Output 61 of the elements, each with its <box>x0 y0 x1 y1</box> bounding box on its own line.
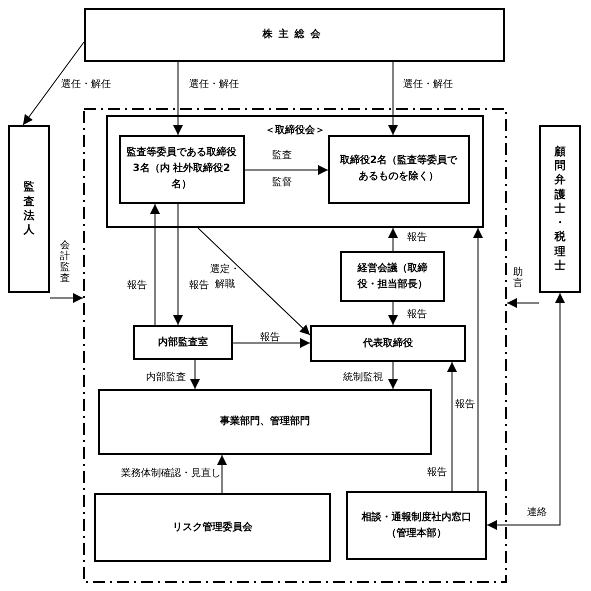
arrow <box>190 360 200 390</box>
node-text: 監査法人 <box>24 180 34 238</box>
process-box <box>346 491 487 560</box>
edge-label: 選任・解任 <box>188 78 240 92</box>
node-text: 株主総会 <box>262 27 326 42</box>
arrow <box>388 362 398 390</box>
edge-label: 選任・解任 <box>402 78 454 92</box>
node-text: 相談・通報制度社内窓口（管理本部） <box>360 510 472 540</box>
arrow <box>244 165 328 175</box>
process-box <box>310 325 466 362</box>
edge-label: 選任・解任 <box>60 78 112 92</box>
edge-label: 会計監査 <box>60 240 70 284</box>
arrow <box>506 298 540 308</box>
arrow <box>50 293 84 303</box>
arrow <box>22 42 84 126</box>
edge-label: 報告 <box>406 308 428 322</box>
edge-label: 報告 <box>126 278 148 293</box>
node-text: 経営会議（取締役・担当部長） <box>356 261 428 292</box>
arrow <box>486 292 565 530</box>
arrow <box>217 454 227 494</box>
edge-label: 報告 <box>406 230 428 245</box>
edge-label: 連絡 <box>526 506 548 520</box>
edge-label: 報告 <box>188 278 210 293</box>
process-box <box>133 325 233 360</box>
process-box <box>539 125 581 293</box>
arrow <box>388 302 398 326</box>
edge-label: 報告 <box>259 330 281 345</box>
arrow <box>150 204 160 326</box>
arrow <box>173 62 183 136</box>
arrow <box>173 204 183 326</box>
arrow <box>447 362 457 492</box>
arrow <box>388 228 398 252</box>
process-box <box>84 8 505 62</box>
node-text: 内部監査室 <box>158 335 208 350</box>
process-box <box>98 389 432 455</box>
process-box <box>340 251 445 302</box>
board-group-box <box>106 115 484 228</box>
arrow <box>473 228 483 492</box>
edge-label: 監査 <box>271 148 293 163</box>
edge-label: 内部監査 <box>145 370 187 385</box>
node-text: 事業部門、管理部門 <box>220 414 310 429</box>
process-box <box>8 125 50 293</box>
edge-label: 統制監視 <box>342 370 384 385</box>
node-text: リスク管理委員会 <box>172 520 252 534</box>
edge-label: 選定・解職 <box>210 262 240 292</box>
edge-label: 助言 <box>513 267 523 289</box>
process-box <box>118 134 244 204</box>
node-text: 監査等委員である取締役3名（内 社外取締役2名） <box>126 145 236 192</box>
node-text: ＜取締役会＞ <box>265 123 325 138</box>
node-text: 取締役2名（監査等委員であるものを除く） <box>338 153 458 184</box>
process-box <box>94 493 331 562</box>
arrow <box>388 62 398 136</box>
edge-label: 報告 <box>454 398 476 412</box>
node-text: 代表取締役 <box>363 336 413 350</box>
process-box <box>328 134 470 204</box>
node-text: 顧問弁護士・税理士 <box>554 144 566 274</box>
edge-label: 報告 <box>426 466 448 480</box>
arrow <box>198 228 310 336</box>
arrow <box>232 338 310 348</box>
edge-label: 業務体制確認・見直し <box>120 466 222 481</box>
note-text: 監督 <box>271 176 293 190</box>
